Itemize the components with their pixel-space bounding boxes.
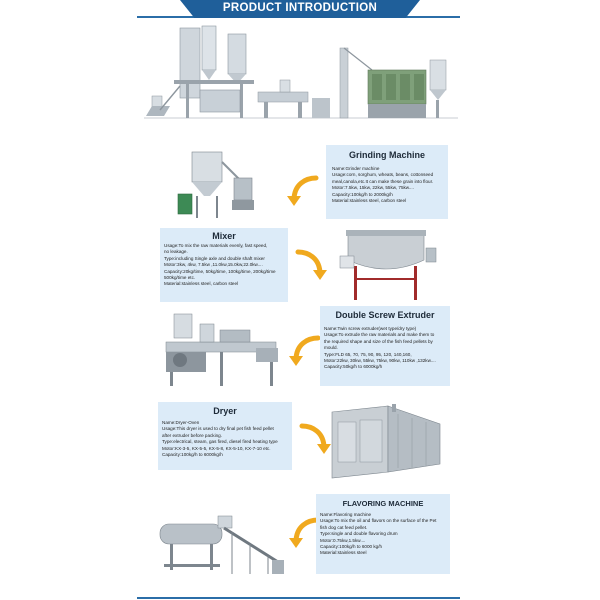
spec-line: Usage:To mix the raw materials evenly, f… bbox=[164, 243, 268, 248]
spec-line: Type:electrical, steam, gas fired, diese… bbox=[162, 439, 278, 445]
spec-line: Material:stainless steel bbox=[320, 550, 367, 556]
curved-arrow-icon bbox=[299, 423, 331, 454]
spec-line: fish dog cat feed pellet. bbox=[320, 524, 368, 530]
spec-line: Motor:KX-3-5, KX-5-5, KX-5-8, KX-5-10, K… bbox=[162, 445, 271, 451]
spec-line: Capacity:20kg/time, 50kg/time, 100kg/tim… bbox=[164, 268, 276, 274]
curved-arrow-icon bbox=[287, 175, 319, 206]
spec-line: 500kg/time etc. bbox=[164, 275, 196, 281]
section-spec-list: Name:Flavoring machine Usage:To mix the … bbox=[320, 512, 436, 557]
section-title: Grinding Machine bbox=[348, 150, 425, 160]
section-spec-list: Name:Dryer-Oven Usage:This dryer is used… bbox=[162, 420, 278, 458]
spec-line: Usage:This dryer is used to dry final pe… bbox=[162, 426, 274, 432]
spec-line: Motor:22kw, 30kw, 55kw, 75kw, 90kw, 110k… bbox=[324, 358, 436, 364]
section-title: Dryer bbox=[213, 406, 237, 416]
spec-line: mould. bbox=[324, 345, 338, 351]
spec-line: Type:single and double flavoring drum bbox=[320, 531, 398, 537]
page-title: PRODUCT INTRODUCTION bbox=[222, 2, 378, 14]
spec-line: Name:Grinder machine bbox=[332, 166, 380, 171]
mixer-illustration bbox=[339, 230, 437, 300]
spec-line: Capacity:100kg/h to 2000kg/h bbox=[332, 191, 393, 197]
spec-line: Name:Dryer-Oven bbox=[162, 420, 200, 425]
spec-line: no leakage. bbox=[164, 249, 188, 255]
section-title: FLAVORING MACHINE bbox=[342, 499, 424, 508]
section-title: Mixer bbox=[212, 231, 236, 241]
spec-line: Motor:0.75kw,1.5kw.... bbox=[320, 537, 366, 543]
spec-line: Material:stainless steel, carbon steel bbox=[164, 281, 239, 287]
page-title-banner: PRODUCT INTRODUCTION bbox=[180, 0, 420, 18]
footer-rule bbox=[137, 597, 460, 599]
spec-line: Capacity:100kg/h to 6000 kg/h bbox=[320, 544, 383, 550]
spec-line: Motor:7.5kw, 15kw, 22kw, 55kw, 75kw.... bbox=[332, 185, 414, 191]
spec-line: Motor:3kw, 4kw, 7.5kw ,11.0kw,15.0kw,22.… bbox=[164, 262, 263, 268]
production-line-illustration bbox=[140, 20, 460, 142]
extruder-illustration bbox=[165, 313, 278, 386]
spec-line: after extruder before packing. bbox=[162, 432, 223, 438]
spec-line: Type:FLD 65, 70, 75, 90, 95, 120, 140,16… bbox=[324, 351, 412, 357]
spec-line: the required shape and size of the fish … bbox=[324, 338, 433, 344]
double-screw-extruder-panel: Double Screw Extruder Name:Twin screw ex… bbox=[320, 306, 450, 386]
dryer-panel: Dryer Name:Dryer-Oven Usage:This dryer i… bbox=[158, 402, 292, 470]
spec-line: Usage:To extrude the raw materials and m… bbox=[324, 332, 435, 338]
mixer-panel: Mixer Usage:To mix the raw materials eve… bbox=[160, 228, 288, 302]
section-spec-list: Name:Grinder machine Usage:corn, sorghum… bbox=[332, 166, 433, 204]
section-spec-list: Name:Twin screw extruder(wet type/dry ty… bbox=[324, 326, 436, 371]
grinding-machine-panel: Grinding Machine Name:Grinder machine Us… bbox=[326, 145, 448, 219]
spec-line: Type:including Single axle and double sh… bbox=[164, 255, 265, 261]
flavoring-machine-panel: FLAVORING MACHINE Name:Flavoring machine… bbox=[316, 494, 450, 574]
curved-arrow-icon bbox=[289, 517, 321, 548]
spec-line: Name:Flavoring machine bbox=[320, 512, 372, 517]
spec-line: Name:Twin screw extruder(wet type/dry ty… bbox=[324, 326, 417, 331]
spec-line: Capacity:50kg/h to 6000kg/h bbox=[324, 364, 383, 370]
curved-arrow-icon bbox=[295, 249, 327, 280]
grinder-machine-illustration bbox=[177, 151, 254, 218]
section-spec-list: Usage:To mix the raw materials evenly, f… bbox=[164, 243, 276, 288]
flavoring-drum-illustration bbox=[159, 515, 284, 574]
spec-line: meal,canola,etc.It can make these grain … bbox=[332, 178, 434, 184]
curved-arrow-icon bbox=[289, 335, 321, 366]
spec-line: Material:stainless steel, carbon steel bbox=[332, 198, 407, 204]
section-title: Double Screw Extruder bbox=[335, 310, 435, 320]
dryer-illustration bbox=[331, 404, 441, 479]
spec-line: Usage:corn, sorghum, wheats, beans, cott… bbox=[332, 172, 434, 178]
spec-line: Usage:To mix the oil and flavors on the … bbox=[320, 518, 437, 524]
spec-line: Capacity:100kg/h to 6000kg/h bbox=[162, 452, 223, 458]
